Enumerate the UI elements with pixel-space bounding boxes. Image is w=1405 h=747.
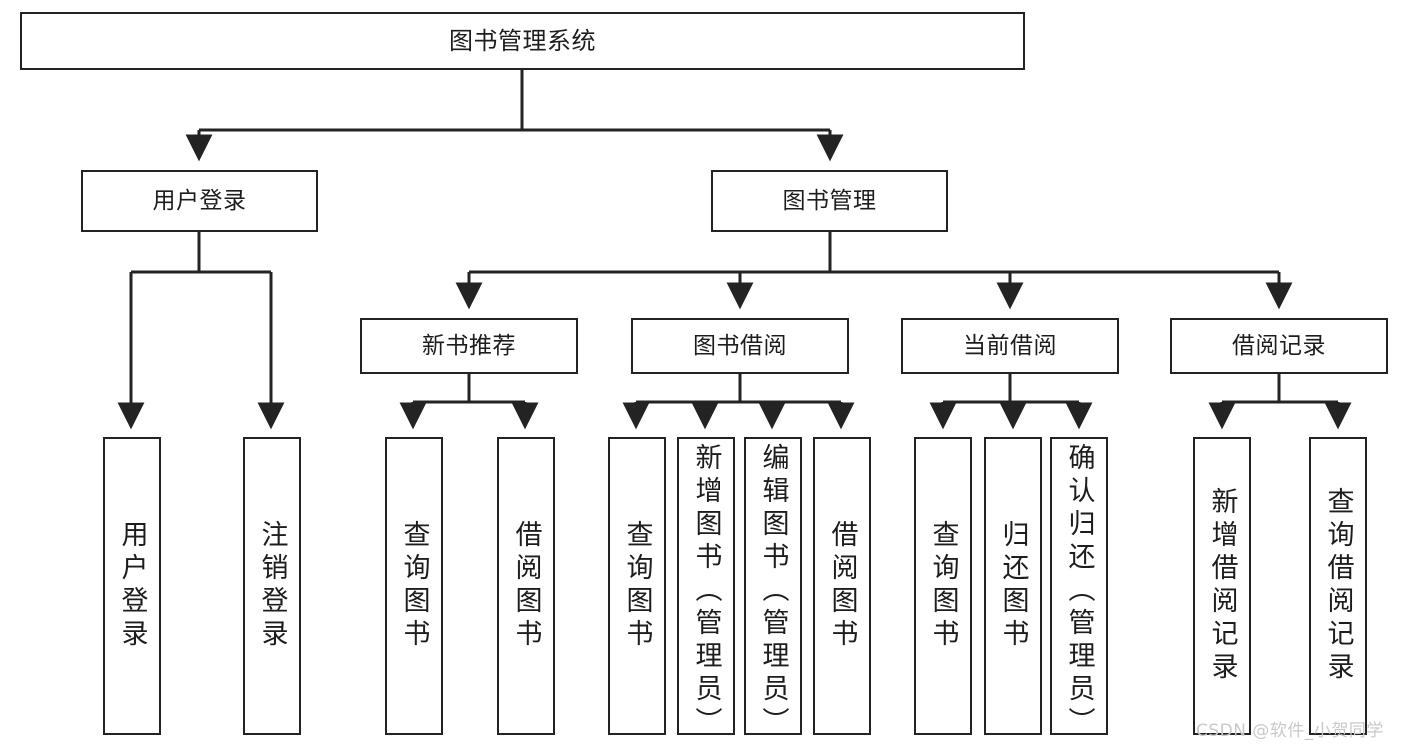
leaf-borrow-book-2[interactable]: 借阅图书 bbox=[813, 437, 871, 735]
leaf-add-book-admin[interactable]: 新增图书（管理员） bbox=[677, 437, 735, 740]
node-label: 确认归还（管理员） bbox=[1063, 443, 1095, 740]
leaf-query-book-3[interactable]: 查询图书 bbox=[914, 437, 972, 735]
node-label: 图书管理 bbox=[782, 187, 877, 214]
node-book-management[interactable]: 图书管理 bbox=[711, 170, 948, 232]
node-current-borrow[interactable]: 当前借阅 bbox=[901, 318, 1119, 374]
node-label: 用户登录 bbox=[116, 520, 148, 652]
node-user-login[interactable]: 用户登录 bbox=[81, 170, 318, 232]
leaf-query-book-2[interactable]: 查询图书 bbox=[608, 437, 666, 735]
node-label: 查询图书 bbox=[927, 520, 959, 652]
node-label: 借阅图书 bbox=[510, 520, 542, 652]
node-label: 新增图书（管理员） bbox=[690, 443, 722, 740]
node-label: 用户登录 bbox=[152, 187, 247, 214]
node-root-book-management-system[interactable]: 图书管理系统 bbox=[20, 12, 1025, 70]
leaf-return-book[interactable]: 归还图书 bbox=[984, 437, 1042, 735]
node-borrow-record[interactable]: 借阅记录 bbox=[1170, 318, 1388, 374]
node-label: 归还图书 bbox=[997, 520, 1029, 652]
node-label: 查询借阅记录 bbox=[1322, 487, 1354, 685]
node-label: 借阅记录 bbox=[1232, 332, 1326, 359]
node-book-borrow[interactable]: 图书借阅 bbox=[631, 318, 849, 374]
leaf-confirm-return-admin[interactable]: 确认归还（管理员） bbox=[1050, 437, 1108, 740]
watermark-text: CSDN @软件_小贺同学 bbox=[1196, 721, 1384, 741]
node-label: 新增借阅记录 bbox=[1206, 487, 1238, 685]
leaf-borrow-book-1[interactable]: 借阅图书 bbox=[497, 437, 555, 735]
node-label: 查询图书 bbox=[621, 520, 653, 652]
node-label: 查询图书 bbox=[398, 520, 430, 652]
leaf-query-book-1[interactable]: 查询图书 bbox=[385, 437, 443, 735]
node-label: 图书借阅 bbox=[693, 332, 787, 359]
node-label: 借阅图书 bbox=[826, 520, 858, 652]
node-label: 当前借阅 bbox=[963, 332, 1057, 359]
node-label: 新书推荐 bbox=[422, 332, 516, 359]
leaf-add-borrow-record[interactable]: 新增借阅记录 bbox=[1193, 437, 1251, 735]
node-label: 图书管理系统 bbox=[449, 27, 596, 55]
leaf-logout-login[interactable]: 注销登录 bbox=[243, 437, 301, 735]
node-label: 编辑图书（管理员） bbox=[757, 443, 789, 740]
node-label: 注销登录 bbox=[256, 520, 288, 652]
leaf-edit-book-admin[interactable]: 编辑图书（管理员） bbox=[744, 437, 802, 740]
leaf-query-borrow-record[interactable]: 查询借阅记录 bbox=[1309, 437, 1367, 735]
leaf-user-login[interactable]: 用户登录 bbox=[103, 437, 161, 735]
node-new-book-recommend[interactable]: 新书推荐 bbox=[360, 318, 578, 374]
